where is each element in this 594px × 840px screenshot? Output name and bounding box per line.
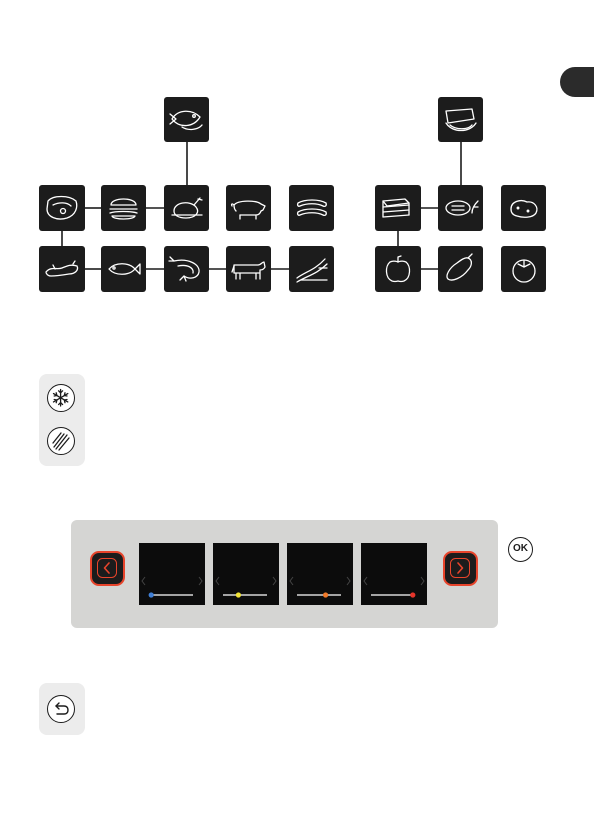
back-arrow-icon[interactable] [47,695,75,723]
chevron-left-icon [97,558,117,578]
level-screen-1 [139,543,205,605]
sausage-icon [39,246,85,292]
potato-icon [501,185,546,231]
shrimp-icon [164,246,209,292]
grill-stripes-icon[interactable] [47,427,75,455]
chicken-icon [164,185,209,231]
burger-icon [101,185,146,231]
cow-icon [226,246,271,292]
chevron-right-icon [450,558,470,578]
previous-button[interactable] [90,551,125,586]
back-panel [39,683,85,735]
frozen-snowflake-icon[interactable] [47,384,75,412]
cooking-mode-panel [39,374,85,466]
control-display-panel [71,520,498,628]
toast-icon [375,185,421,231]
steak-icon [39,185,85,231]
next-button[interactable] [443,551,478,586]
level-indicator [149,592,154,597]
level-indicator [410,592,415,597]
tomato-icon [501,246,546,292]
sausages-icon [289,185,334,231]
level-screen-4 [361,543,427,605]
veggie-patty-icon [438,185,483,231]
ok-button[interactable]: OK [508,537,533,562]
eggplant-icon [438,246,483,292]
level-screen-3 [287,543,353,605]
food-category-diagram [0,0,594,340]
bacon-icon [289,246,334,292]
level-indicator [323,592,328,597]
level-indicator [236,592,241,597]
fish-fillet-icon [164,97,209,142]
vegetable-slices-icon [438,97,483,142]
level-screen-2 [213,543,279,605]
fish-icon [101,246,146,292]
pig-icon [226,185,271,231]
pepper-icon [375,246,421,292]
